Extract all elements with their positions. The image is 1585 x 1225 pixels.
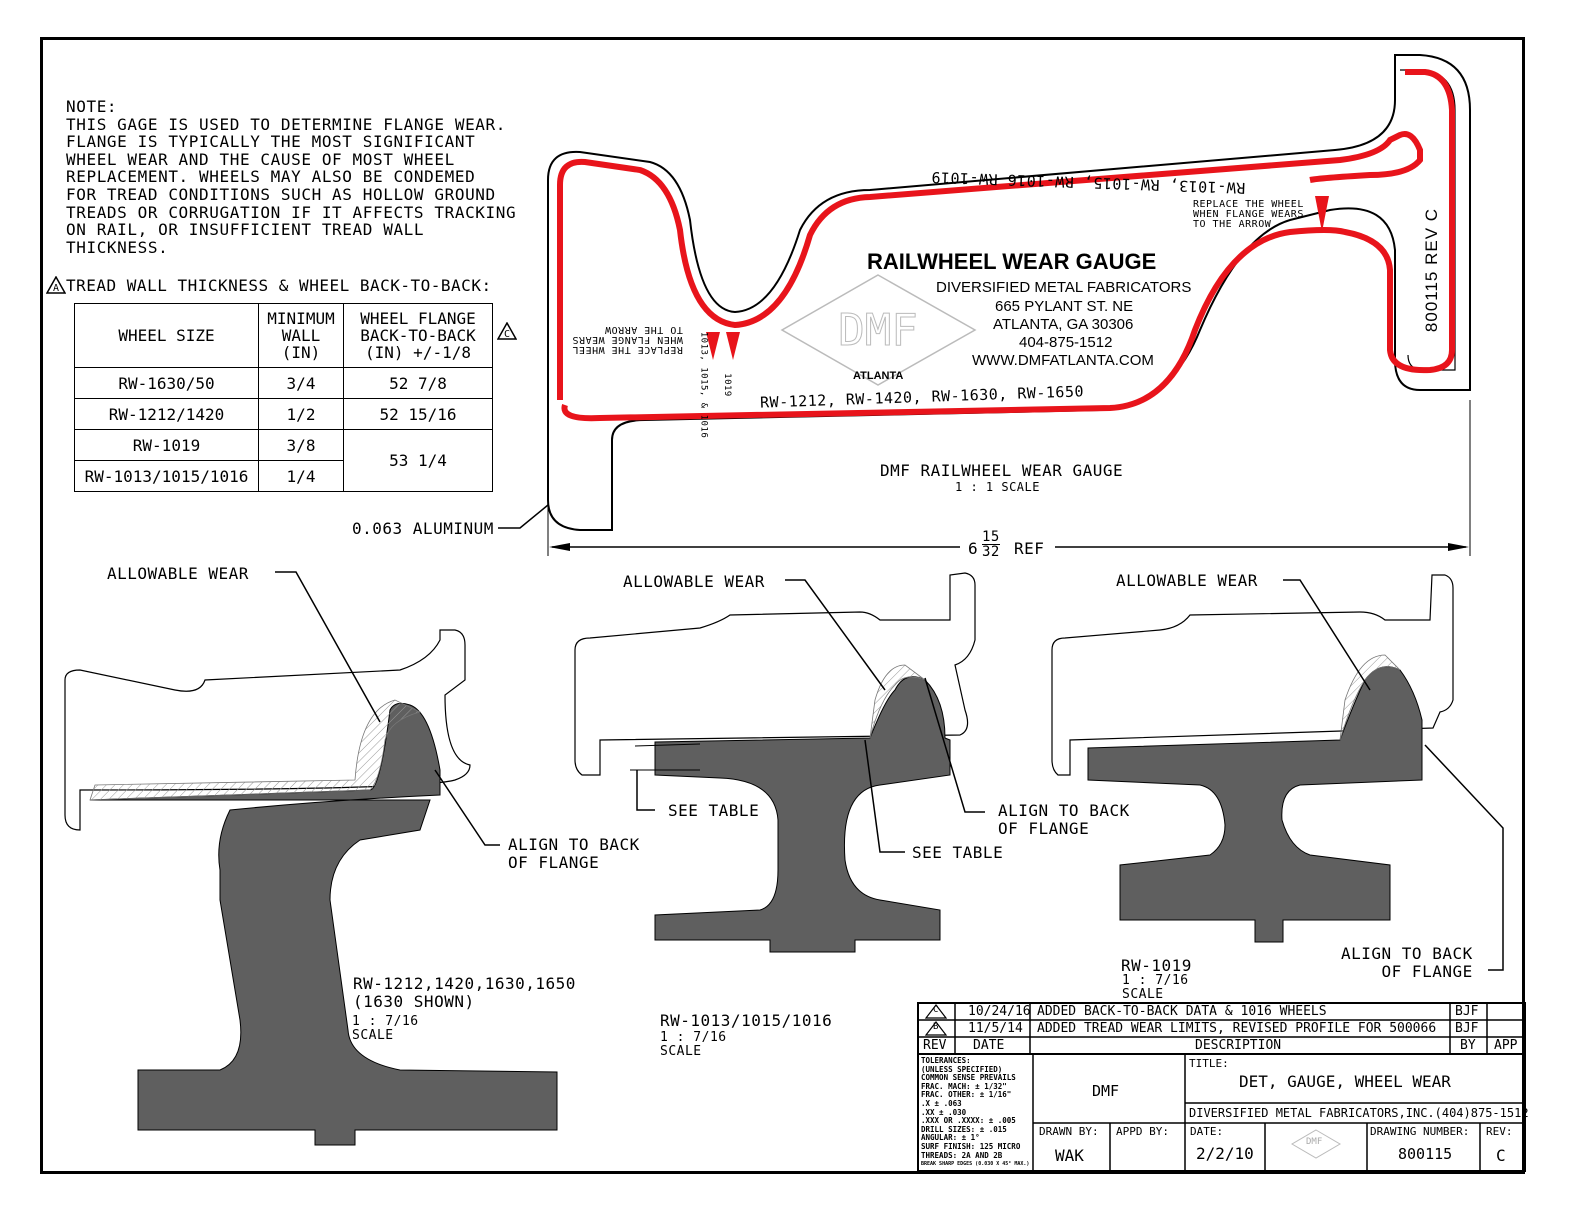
- rev-desc: ADDED BACK-TO-BACK DATA & 1016 WHEELS: [1037, 1004, 1327, 1019]
- by-header: BY: [1460, 1038, 1476, 1053]
- allowable-wear-left: ALLOWABLE WEAR: [107, 564, 249, 583]
- gauge-scale: 1 : 1 SCALE: [955, 480, 1040, 494]
- gauge-phone: 404-875-1512: [1019, 334, 1113, 351]
- note-line: FOR TREAD CONDITIONS SUCH AS HOLLOW GROU…: [66, 184, 496, 204]
- svg-text:C: C: [504, 329, 510, 340]
- rev-desc: ADDED TREAD WEAR LIMITS, REVISED PROFILE…: [1037, 1021, 1437, 1036]
- allowable-wear-middle: ALLOWABLE WEAR: [623, 572, 765, 591]
- material-callout: 0.063 ALUMINUM: [352, 519, 494, 538]
- note-line: ON RAIL, OR INSUFFICIENT TREAD WALL: [66, 220, 425, 240]
- gauge-logo-city: ATLANTA: [853, 370, 904, 382]
- wear-arrow-icon: [706, 332, 720, 360]
- dimension-ref: REF: [1014, 539, 1045, 558]
- note-line: THIS GAGE IS USED TO DETERMINE FLANGE WE…: [66, 114, 507, 134]
- rev-letter: C: [933, 1005, 939, 1015]
- gauge-web: WWW.DMFATLANTA.COM: [972, 352, 1154, 369]
- table-row: RW-1212/1420 1/2 52 15/16: [74, 398, 493, 430]
- header-wheel-size: WHEEL SIZE: [74, 303, 259, 368]
- general-note: NOTE: THIS GAGE IS USED TO DETERMINE FLA…: [66, 98, 516, 256]
- wear-arrow-icon: [726, 332, 740, 360]
- svg-text:A: A: [53, 283, 59, 294]
- see-table-left: SEE TABLE: [668, 801, 760, 820]
- drawing-number-label: DRAWING NUMBER:: [1370, 1125, 1470, 1138]
- drawing-number: 800115: [1398, 1145, 1453, 1163]
- svg-text:DMF: DMF: [838, 305, 917, 356]
- revision-triangle-icon: [924, 1004, 948, 1019]
- gauge-company: DIVERSIFIED METAL FABRICATORS: [936, 279, 1192, 296]
- rev-by: BJF: [1455, 1021, 1479, 1036]
- note-line: NOTE:: [66, 97, 118, 116]
- revision-triangle-icon: C: [497, 322, 517, 340]
- wear-limit-line: [557, 131, 1423, 400]
- revision-triangle-icon: [924, 1021, 948, 1036]
- drawing-rev: C: [1496, 1146, 1506, 1165]
- company-short: DMF: [1092, 1082, 1120, 1100]
- rev-letter: B: [933, 1022, 939, 1032]
- detail-middle: [574, 572, 985, 953]
- detail-right: [1051, 574, 1504, 971]
- revision-triangle-icon: A: [46, 276, 66, 294]
- rev-by: BJF: [1455, 1004, 1479, 1019]
- note-line: FLANGE IS TYPICALLY THE MOST SIGNIFICANT: [66, 132, 476, 152]
- left-detail-models: RW-1212,1420,1630,1650(1630 SHOWN): [353, 974, 576, 1011]
- drawing-title: DET, GAUGE, WHEEL WEAR: [1239, 1072, 1451, 1091]
- allowable-wear-right: ALLOWABLE WEAR: [1116, 571, 1258, 590]
- date-header: DATE: [973, 1038, 1005, 1053]
- drawing-border: [40, 37, 1525, 1174]
- description-header: DESCRIPTION: [1195, 1038, 1282, 1053]
- drawing-date: 2/2/10: [1196, 1144, 1254, 1163]
- see-table-right: SEE TABLE: [912, 843, 1004, 862]
- overall-dimension: 6: [968, 539, 979, 558]
- dmf-logo-icon: [780, 274, 977, 386]
- right-detail-models: RW-1019: [1121, 956, 1192, 975]
- tolerances-block: TOLERANCES: (UNLESS SPECIFIED) COMMON SE…: [921, 1056, 1030, 1168]
- rev-label: REV:: [1486, 1125, 1513, 1138]
- detail-left: [64, 571, 558, 1146]
- gauge-city: ATLANTA, GA 30306: [993, 316, 1134, 333]
- wear-arrow-icon: [1315, 196, 1329, 232]
- title-block-logo: DMF: [1306, 1137, 1323, 1147]
- middle-detail-models: RW-1013/1015/1016: [660, 1011, 833, 1030]
- drawn-by: WAK: [1055, 1146, 1084, 1165]
- app-header: APP: [1494, 1038, 1518, 1053]
- drawn-by-label: DRAWN BY:: [1039, 1125, 1099, 1138]
- company-full: DIVERSIFIED METAL FABRICATORS,INC.(404)8…: [1189, 1106, 1529, 1120]
- table-row: RW-1013/1015/1016 1/4: [74, 460, 493, 492]
- table-row: RW-1019 3/8 53 1/4: [74, 429, 493, 492]
- tread-table-heading: TREAD WALL THICKNESS & WHEEL BACK-TO-BAC…: [66, 276, 492, 295]
- rev-header: REV: [923, 1038, 947, 1053]
- date-label: DATE:: [1190, 1125, 1224, 1138]
- note-line: THICKNESS.: [66, 237, 169, 257]
- note-line: REPLACEMENT. WHEELS MAY ALSO BE CONDEMED: [66, 167, 476, 187]
- title-label: TITLE:: [1189, 1057, 1229, 1070]
- gauge-title: RAILWHEEL WEAR GAUGE: [867, 249, 1157, 274]
- note-line: TREADS OR CORRUGATION IF IT AFFECTS TRAC…: [66, 202, 517, 222]
- gauge-address: 665 PYLANT ST. NE: [995, 298, 1134, 315]
- rev-date: 10/24/16: [968, 1004, 1031, 1019]
- appd-by-label: APPD BY:: [1116, 1125, 1169, 1138]
- gauge-caption: DMF RAILWHEEL WEAR GAUGE: [880, 461, 1124, 480]
- note-line: WHEEL WEAR AND THE CAUSE OF MOST WHEEL: [66, 149, 455, 169]
- rev-date: 11/5/14: [968, 1021, 1023, 1036]
